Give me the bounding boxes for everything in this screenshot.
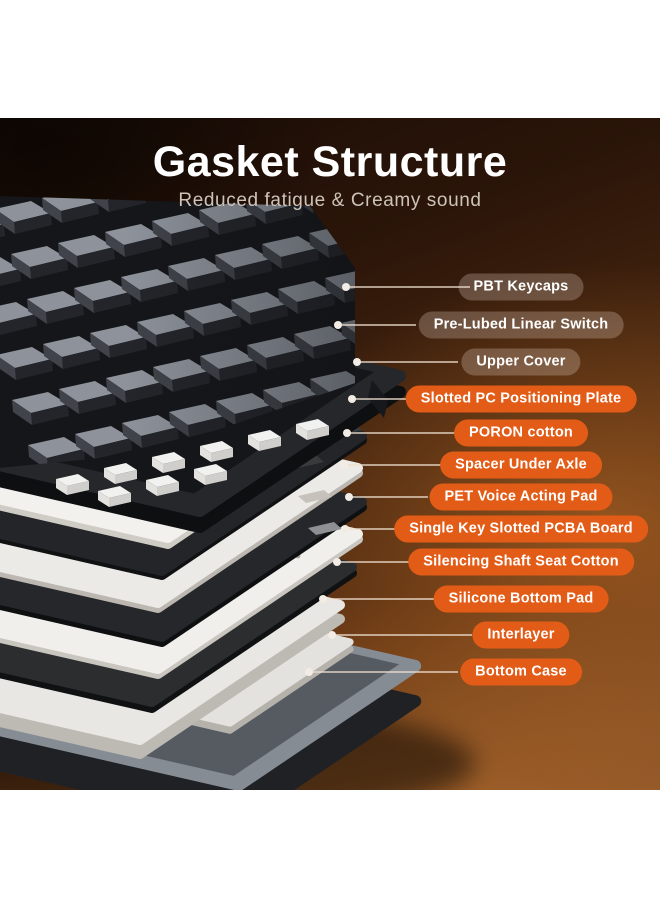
label-single-key-slotted-pcba-board: Single Key Slotted PCBA Board: [394, 515, 648, 543]
label-silencing-shaft-seat-cotton: Silencing Shaft Seat Cotton: [408, 548, 634, 576]
label-pet-voice-acting-pad: PET Voice Acting Pad: [429, 483, 613, 511]
label-slotted-pc-positioning-plate: Slotted PC Positioning Plate: [405, 385, 637, 413]
keyboard-exploded-illustration: [0, 196, 475, 790]
label-bottom-case: Bottom Case: [460, 658, 582, 686]
layer-keycaps: [0, 196, 355, 468]
label-spacer-under-axle: Spacer Under Axle: [440, 451, 602, 479]
leader-lines: [309, 286, 472, 673]
gasket-structure-poster: Gasket Structure Reduced fatigue & Cream…: [0, 118, 660, 790]
label-interlayer: Interlayer: [472, 621, 570, 649]
label-poron-cotton: PORON cotton: [454, 419, 588, 447]
page-subtitle: Reduced fatigue & Creamy sound: [178, 190, 482, 211]
layer-dots: [305, 283, 361, 676]
label-upper-cover: Upper Cover: [461, 348, 581, 376]
label-pre-lubed-linear-switch: Pre-Lubed Linear Switch: [418, 311, 624, 339]
page-title: Gasket Structure: [152, 138, 508, 186]
label-silicone-bottom-pad: Silicone Bottom Pad: [433, 585, 609, 613]
label-pbt-keycaps: PBT Keycaps: [458, 273, 584, 301]
